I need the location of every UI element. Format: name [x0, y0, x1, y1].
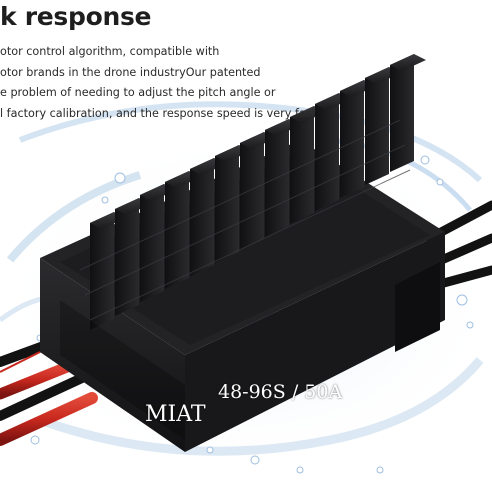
description-line: otor brands in the drone industryOur pat… [0, 65, 261, 79]
description-line: e problem of needing to adjust the pitch… [0, 86, 276, 99]
heatsink-fins [79, 54, 426, 330]
description-line: otor control algorithm, compatible with [0, 45, 220, 58]
section-headline: k response [0, 2, 152, 31]
description-line: l factory calibration, and the response … [0, 106, 316, 120]
product-spec-label: 48-96S / 50A [218, 381, 343, 403]
housing-shadow [60, 300, 185, 440]
feature-description: otor control algorithm, compatible with … [0, 42, 330, 124]
product-brand-label: MIAT [145, 402, 206, 427]
